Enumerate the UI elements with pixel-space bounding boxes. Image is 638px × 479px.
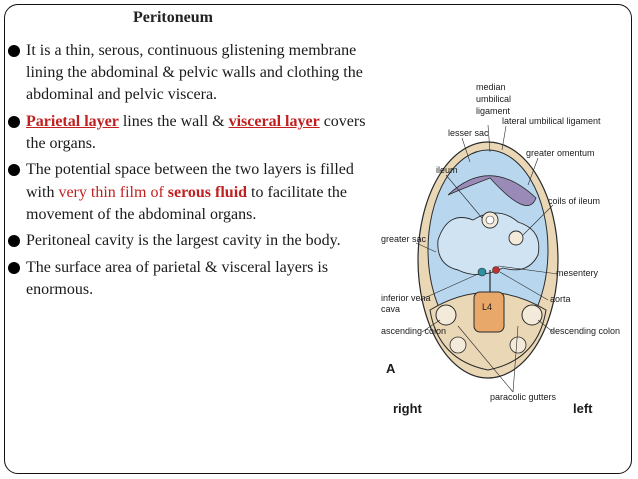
ivc-shape xyxy=(477,267,487,277)
vertebra-label: L4 xyxy=(482,302,492,312)
label-left: left xyxy=(573,401,593,416)
slide-title: Peritoneum xyxy=(133,9,213,26)
slide-frame xyxy=(4,4,632,474)
label-ligament: ligament xyxy=(476,106,511,116)
kidney-left xyxy=(449,336,467,354)
leader-lines xyxy=(415,124,559,393)
bullet-layers: Parietal layer lines the wall & visceral… xyxy=(8,111,370,155)
label-cava: cava xyxy=(381,304,400,314)
bullet-icon xyxy=(8,164,20,177)
label-lesser-sac: lesser sac xyxy=(448,128,489,138)
bullet-text: The surface area of parietal & visceral … xyxy=(26,258,329,298)
aorta-shape xyxy=(492,266,500,274)
label-median: median xyxy=(476,82,506,92)
visceral-layer-term: visceral layer xyxy=(228,112,320,130)
label-ascending-colon: ascending colon xyxy=(381,326,446,336)
bullet-text: covers the organs. xyxy=(26,112,366,152)
bullet-text: Peritoneal cavity is the largest cavity … xyxy=(26,232,341,250)
bullet-text: lines the wall & xyxy=(122,112,225,130)
coil-loop xyxy=(508,230,524,246)
label-right: right xyxy=(393,401,423,416)
peritoneum-cross-section-diagram: L4 median umbilical ligament lateral umb… xyxy=(381,82,620,416)
label-panel: A xyxy=(386,361,396,376)
label-mesentery: mesentery xyxy=(556,268,599,278)
kidney-right xyxy=(509,336,527,354)
bullet-text: It is a thin, serous, continuous glisten… xyxy=(26,42,363,104)
bullet-largest-cavity: Peritoneal cavity is the largest cavity … xyxy=(8,230,370,252)
bullet-surface-area: The surface area of parietal & visceral … xyxy=(8,257,370,301)
label-coils-of-ileum: coils of ileum xyxy=(548,196,600,206)
bullet-icon xyxy=(8,45,20,57)
ascending-colon-shape xyxy=(435,304,457,326)
label-descending-colon: descending colon xyxy=(550,326,620,336)
label-ileum: ileum xyxy=(436,165,458,175)
label-umbilical: umbilical xyxy=(476,94,511,104)
serous-fluid-term: serous fluid xyxy=(167,183,248,201)
bullet-icon xyxy=(8,261,20,274)
label-greater-omentum: greater omentum xyxy=(526,148,595,158)
thin-film-phrase: very thin film of xyxy=(58,183,164,201)
bullet-icon xyxy=(8,235,20,248)
bullet-text: The potential space between the two laye… xyxy=(26,161,354,201)
parietal-layer-term: Parietal layer xyxy=(26,112,119,130)
bullet-definition: It is a thin, serous, continuous glisten… xyxy=(8,40,370,107)
vertebra-l4 xyxy=(473,291,505,333)
greater-omentum-shape xyxy=(447,175,537,206)
bullet-list: It is a thin, serous, continuous glisten… xyxy=(8,40,370,305)
label-inferior-vena: inferior vena xyxy=(381,293,431,303)
bullet-icon xyxy=(8,115,20,128)
ileum-loop-inner xyxy=(485,215,495,225)
label-lateral-umbilical-ligament: lateral umbilical ligament xyxy=(502,116,601,126)
label-greater-sac: greater sac xyxy=(381,234,427,244)
label-aorta: aorta xyxy=(550,294,571,304)
bullet-text: to facilitate the movement of the abdomi… xyxy=(26,183,347,223)
coils-of-ileum-shape xyxy=(437,212,540,275)
bullet-serous-fluid: The potential space between the two laye… xyxy=(8,159,370,226)
descending-colon-shape xyxy=(521,304,543,326)
label-paracolic-gutters: paracolic gutters xyxy=(490,392,557,402)
